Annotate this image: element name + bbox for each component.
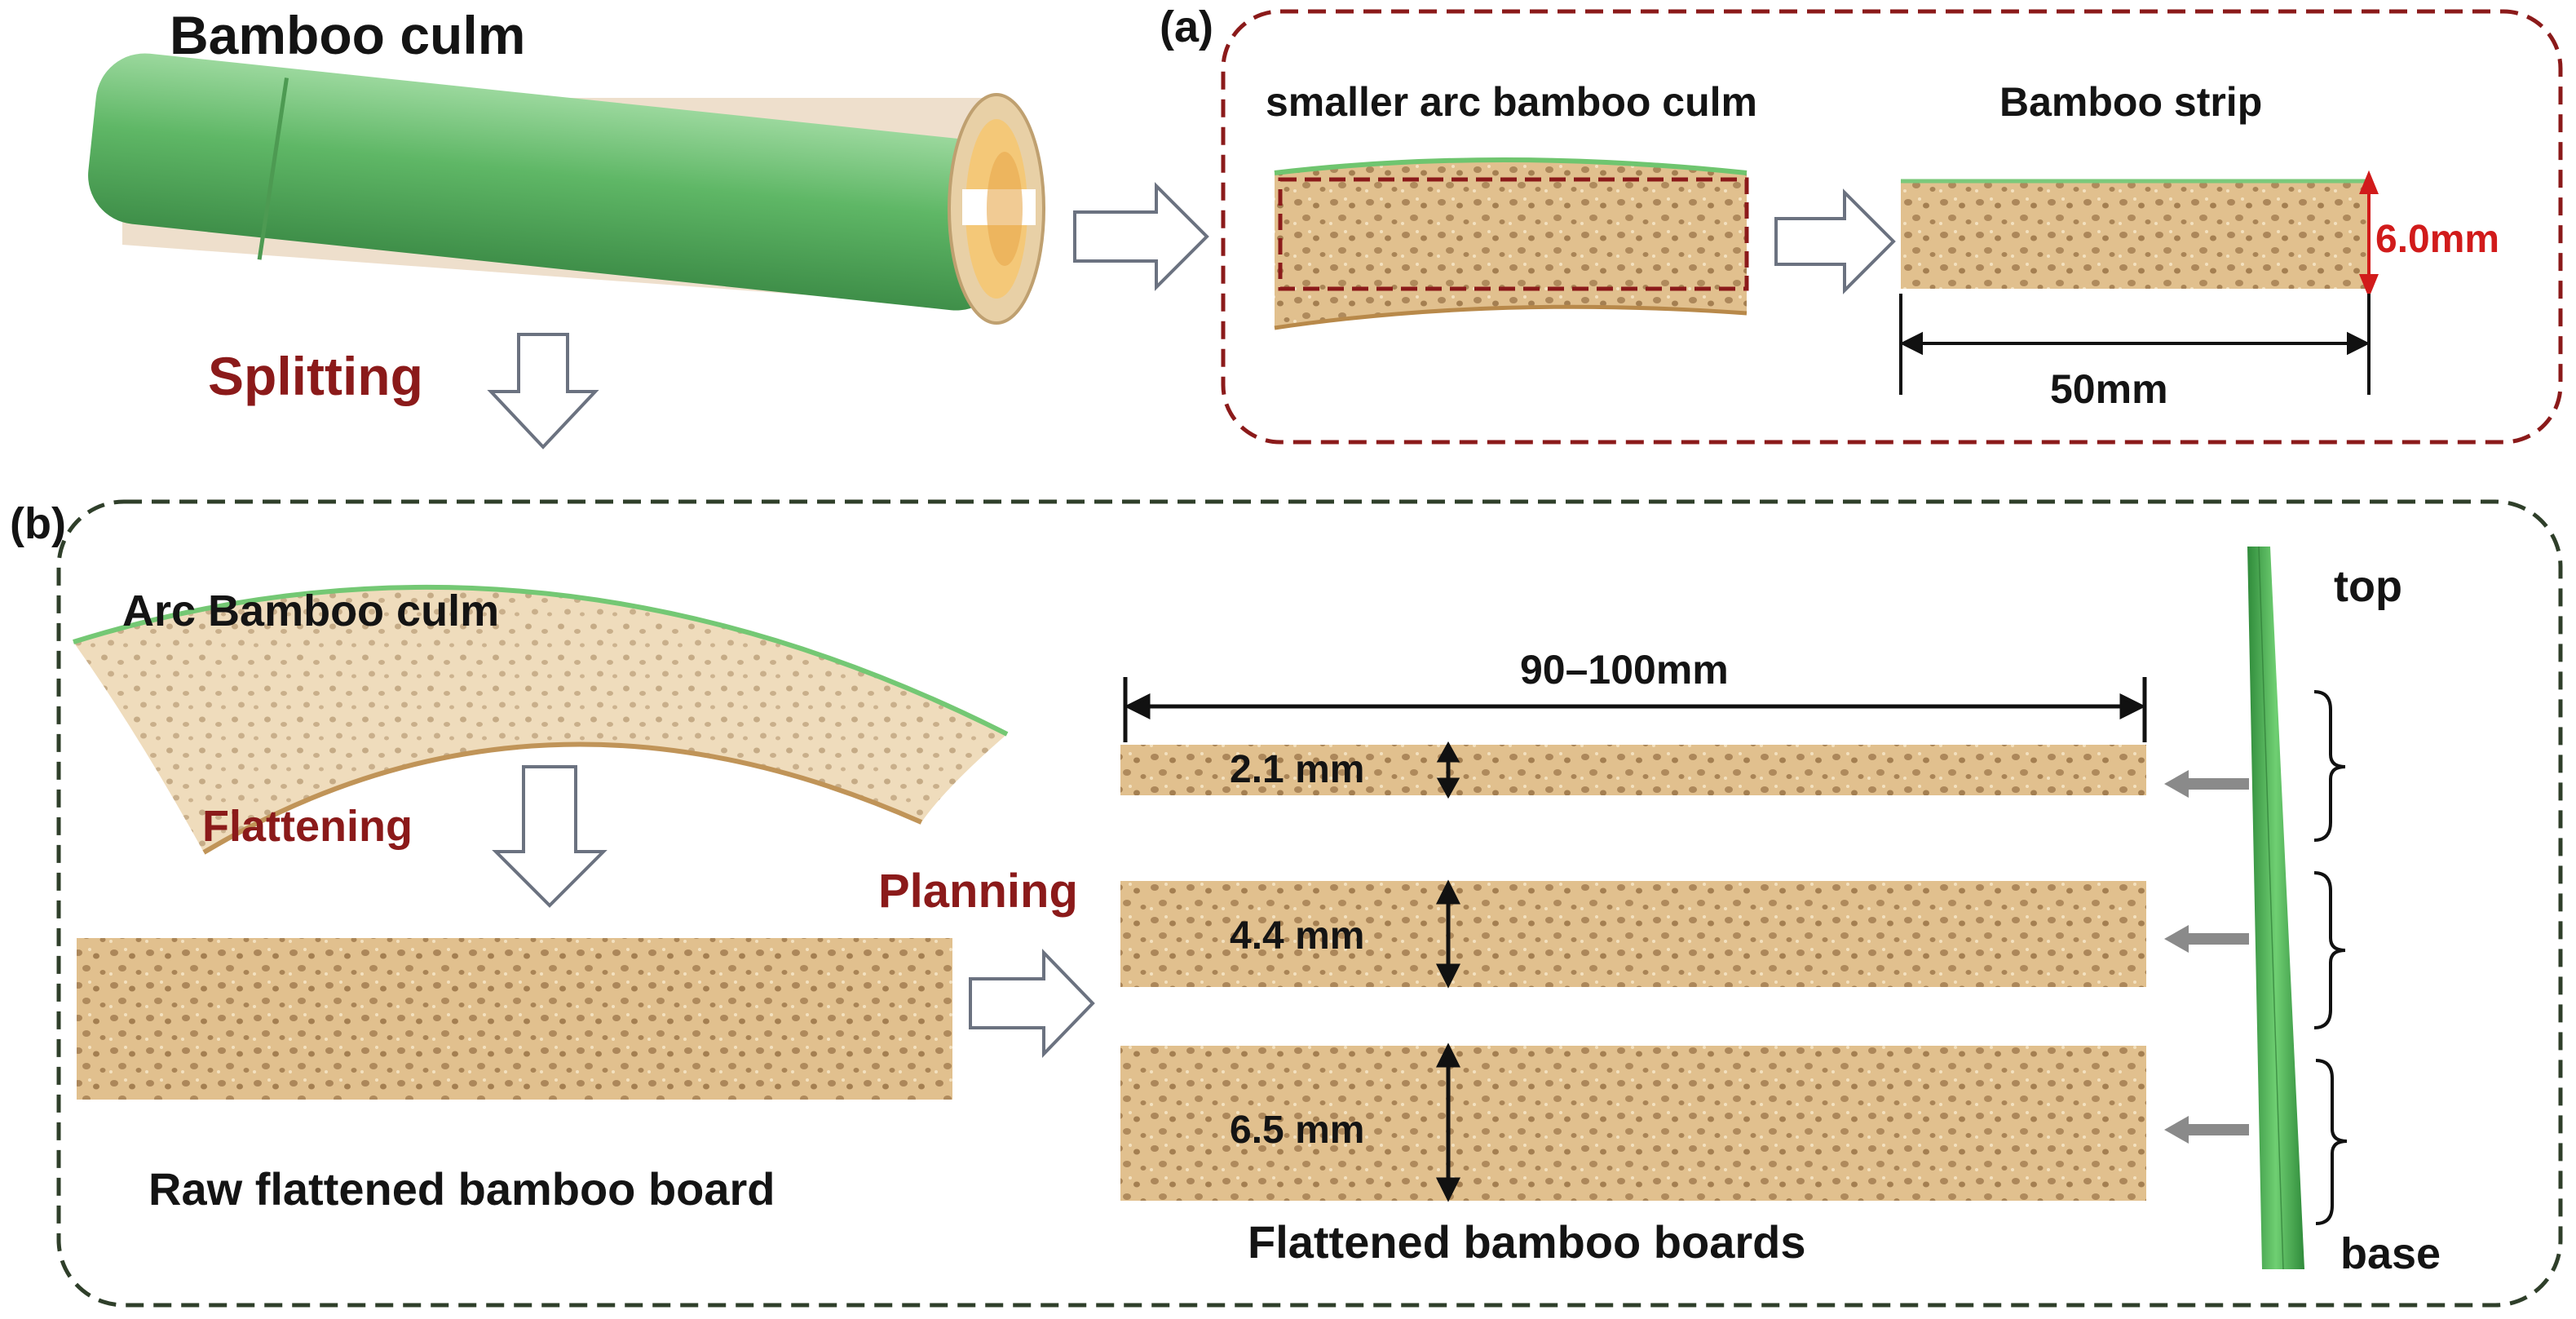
- bamboo-strip-image: [1901, 179, 2369, 289]
- label-flattening: Flattening: [202, 802, 413, 851]
- whole-culm-rod-image: [2247, 546, 2304, 1270]
- label-raw-board: Raw flattened bamboo board: [148, 1163, 775, 1215]
- thickness-arrow-1: [1436, 741, 1460, 799]
- label-planning: Planning: [878, 865, 1078, 918]
- board-thick-image: [1120, 1046, 2146, 1201]
- label-thickness-2: 4.4 mm: [1230, 914, 1365, 958]
- label-flattened-boards: Flattened bamboo boards: [1248, 1216, 1806, 1268]
- strip-thickness-dimension: [2359, 170, 2379, 299]
- label-strip-width: 50mm: [2050, 366, 2168, 412]
- position-arrows: [2164, 770, 2249, 1144]
- label-culm-top: top: [2334, 562, 2402, 611]
- thickness-arrow-3: [1435, 1042, 1461, 1202]
- arc-bamboo-culm-image: [73, 584, 1009, 855]
- label-smaller-arc: smaller arc bamboo culm: [1266, 79, 1758, 125]
- panel-a-tag: (a): [1160, 2, 1213, 51]
- arrow-right-panel-a-inner: [1774, 188, 1896, 294]
- label-thickness-3: 6.5 mm: [1230, 1109, 1365, 1152]
- panel-b-tag: (b): [10, 499, 66, 548]
- title-bamboo-culm: Bamboo culm: [170, 5, 526, 65]
- arrow-down-splitting: [487, 333, 599, 449]
- label-boards-width: 90–100mm: [1520, 647, 1729, 693]
- panel-b-frame: [56, 499, 2563, 1308]
- label-bamboo-strip: Bamboo strip: [1999, 79, 2263, 125]
- label-strip-thickness: 6.0mm: [2375, 218, 2500, 261]
- raw-flattened-board-image: [77, 938, 952, 1100]
- arrow-down-flattening: [492, 765, 608, 908]
- label-splitting: Splitting: [208, 346, 423, 406]
- label-arc-bamboo-culm: Arc Bamboo culm: [122, 586, 500, 635]
- cut-region-box: [1278, 177, 1749, 291]
- section-braces: [2313, 690, 2348, 1225]
- boards-width-dimension: [1123, 677, 2147, 742]
- strip-width-dimension: [1899, 294, 2371, 395]
- board-thin-image: [1120, 745, 2146, 795]
- arrow-right-planning: [969, 949, 1095, 1058]
- panel-a-frame: [1221, 9, 2563, 445]
- thickness-arrow-2: [1435, 879, 1461, 989]
- label-culm-base: base: [2340, 1229, 2441, 1278]
- bamboo-culm-image: [88, 53, 1045, 325]
- label-thickness-1: 2.1 mm: [1230, 748, 1365, 791]
- arrow-right-to-panel-a: [1073, 182, 1209, 291]
- board-medium-image: [1120, 881, 2146, 987]
- smaller-arc-culm-image: [1274, 157, 1749, 330]
